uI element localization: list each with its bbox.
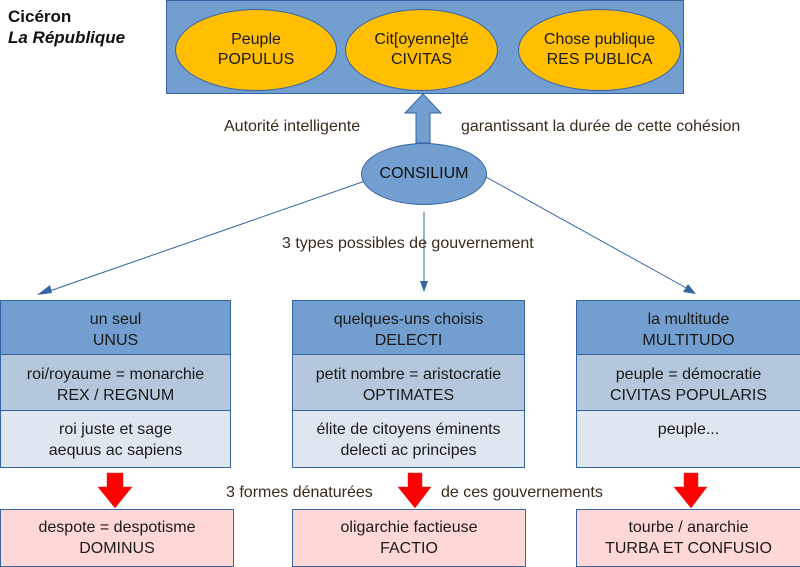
consilium-label: CONSILIUM	[379, 165, 469, 182]
gov-form-fr: roi/royaume = monarchie	[26, 366, 205, 383]
gov-ideal: élite de citoyens éminents delecti ac pr…	[293, 411, 524, 467]
populus-ellipse: Peuple POPULUS	[175, 9, 337, 91]
up-arrow-icon	[403, 93, 443, 144]
government-delecti: quelques-uns choisis DELECTI petit nombr…	[292, 300, 525, 468]
degenerate-la: DOMINUS	[79, 540, 155, 557]
res-publica-la: RES PUBLICA	[546, 51, 653, 68]
gov-header-la: MULTITUDO	[642, 332, 735, 349]
gov-header: quelques-uns choisis DELECTI	[293, 301, 524, 355]
res-publica-fr: Chose publique	[543, 31, 656, 48]
gov-ideal-la: aequus ac sapiens	[48, 442, 183, 459]
gov-ideal: peuple...	[577, 411, 800, 467]
res-publica-ellipse: Chose publique RES PUBLICA	[518, 9, 681, 91]
government-unus: un seul UNUS roi/royaume = monarchie REX…	[0, 300, 231, 468]
gov-header: la multitude MULTITUDO	[577, 301, 800, 355]
gov-header-fr: quelques-uns choisis	[333, 311, 484, 328]
degenerate-factio: oligarchie factieuse FACTIO	[292, 509, 526, 567]
gov-form-la: CIVITAS POPULARIS	[609, 387, 768, 404]
label-types: 3 types possibles de gouvernement	[282, 235, 534, 252]
gov-ideal-fr: élite de citoyens éminents	[316, 421, 501, 438]
label-formes-denaturees: 3 formes dénaturées	[226, 484, 373, 501]
gov-ideal-fr: roi juste et sage	[59, 421, 172, 438]
gov-ideal-fr: peuple...	[657, 421, 720, 438]
arrow-to-unus	[43, 179, 369, 294]
gov-form: peuple = démocratie CIVITAS POPULARIS	[577, 355, 800, 411]
gov-header-la: DELECTI	[374, 332, 443, 349]
gov-header-la: UNUS	[92, 332, 139, 349]
red-down-arrow-icon	[673, 472, 708, 509]
degenerate-fr: tourbe / anarchie	[628, 519, 749, 536]
gov-header-fr: un seul	[89, 311, 142, 328]
degenerate-turba: tourbe / anarchie TURBA ET CONFUSIO	[576, 509, 800, 567]
civitas-fr: Cit[oyenne]té	[374, 31, 469, 48]
degenerate-la: TURBA ET CONFUSIO	[605, 540, 772, 557]
gov-header: un seul UNUS	[1, 301, 230, 355]
gov-form: petit nombre = aristocratie OPTIMATES	[293, 355, 524, 411]
government-multitudo: la multitude MULTITUDO peuple = démocrat…	[576, 300, 800, 468]
degenerate-fr: oligarchie factieuse	[340, 519, 478, 536]
arrow-to-multitudo	[485, 176, 691, 291]
arrowhead-unus-icon	[37, 285, 52, 295]
degenerate-fr: despote = despotisme	[38, 519, 196, 536]
gov-form-fr: peuple = démocratie	[615, 366, 762, 383]
label-garantissant: garantissant la durée de cette cohésion	[461, 118, 741, 135]
gov-form-fr: petit nombre = aristocratie	[315, 366, 502, 383]
arrowhead-multitudo-icon	[683, 284, 696, 294]
populus-la: POPULUS	[217, 51, 295, 68]
gov-form-la: OPTIMATES	[362, 387, 455, 404]
degenerate-la: FACTIO	[380, 540, 438, 557]
civitas-la: CIVITAS	[390, 51, 453, 68]
degenerate-dominus: despote = despotisme DOMINUS	[0, 509, 234, 567]
red-down-arrow-icon	[397, 472, 432, 509]
gov-header-fr: la multitude	[647, 311, 730, 328]
res-publica-box: Peuple POPULUS Cit[oyenne]té CIVITAS Cho…	[166, 0, 684, 94]
consilium-ellipse: CONSILIUM	[361, 143, 487, 205]
author-name: Cicéron	[8, 7, 72, 26]
label-autorite: Autorité intelligente	[224, 118, 361, 135]
populus-fr: Peuple	[231, 31, 281, 48]
label-ces-gouvernements: de ces gouvernements	[441, 484, 603, 501]
diagram-title: Cicéron La République	[8, 6, 125, 48]
civitas-ellipse: Cit[oyenne]té CIVITAS	[345, 9, 498, 91]
gov-ideal: roi juste et sage aequus ac sapiens	[1, 411, 230, 467]
arrowhead-delecti-icon	[420, 281, 428, 292]
work-title: La République	[8, 28, 126, 47]
gov-ideal-la: delecti ac principes	[340, 442, 477, 459]
red-down-arrow-icon	[97, 472, 133, 509]
gov-form: roi/royaume = monarchie REX / REGNUM	[1, 355, 230, 411]
gov-form-la: REX / REGNUM	[56, 387, 175, 404]
